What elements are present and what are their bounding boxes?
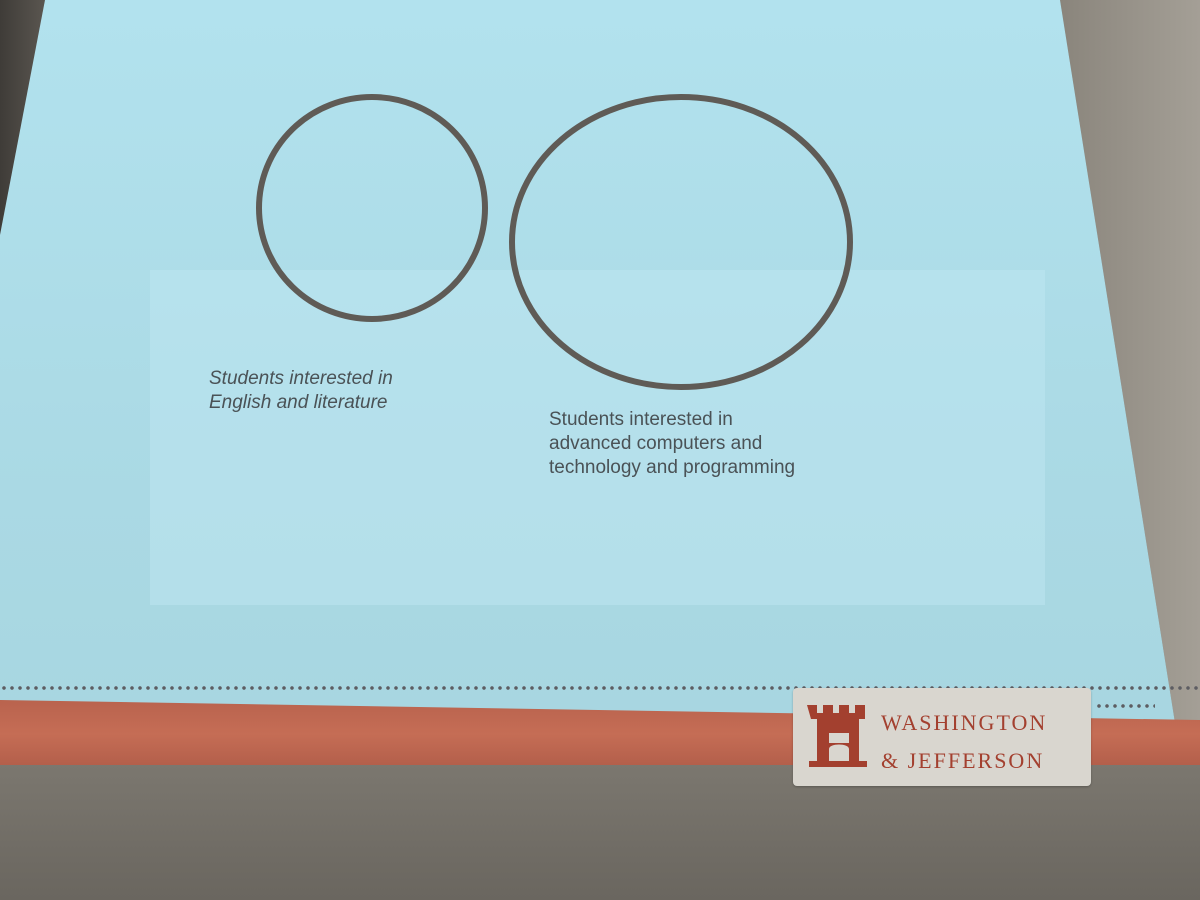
slide-content-panel [150, 270, 1045, 605]
logo-wordmark-line1: WASHINGTON [881, 710, 1048, 735]
computers-technology-label: Students interested in advanced computer… [549, 409, 796, 478]
logo-wordmark-line2: & JEFFERSON [881, 748, 1045, 773]
dotted-divider-right [1095, 702, 1155, 712]
college-logo [793, 688, 1091, 786]
castle-tower-icon [807, 705, 867, 767]
english-literature-label: Students interested in English and liter… [209, 368, 393, 413]
dotted-divider [0, 684, 1200, 694]
english-literature-circle [256, 94, 488, 322]
screen-bottom-shadow [0, 765, 1200, 900]
computers-technology-circle [509, 94, 853, 390]
